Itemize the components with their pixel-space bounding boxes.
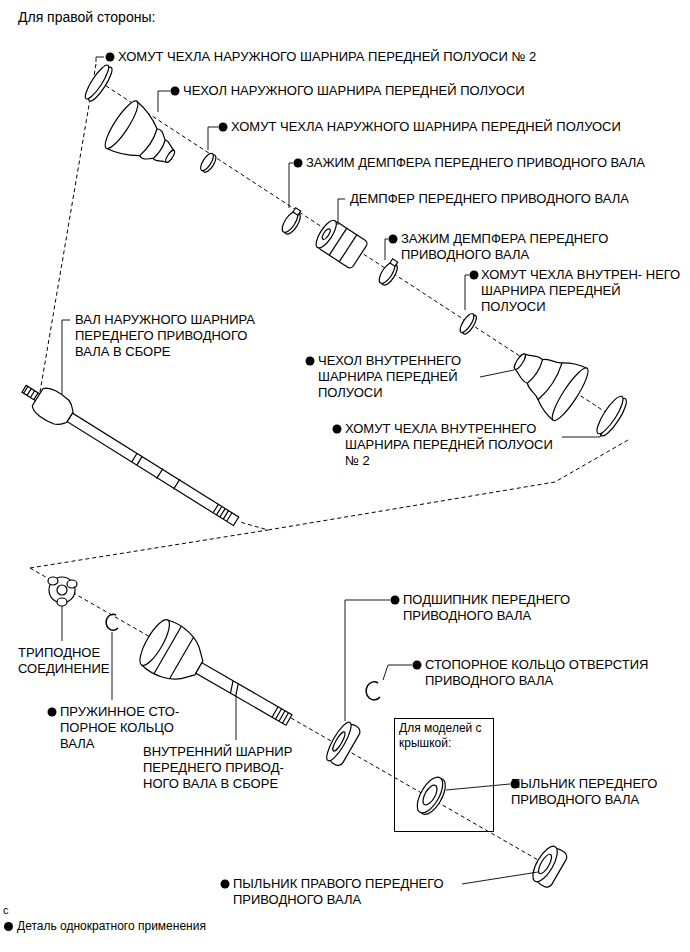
- leader-line: [112, 632, 113, 700]
- part-name: СТОПОРНОЕ КОЛЬЦО ОТВЕРСТИЯ ПРИВОДНОГО ВА…: [425, 657, 675, 689]
- single-use-dot: [413, 661, 422, 670]
- single-use-dot: [219, 123, 228, 132]
- leader-line: [158, 91, 170, 112]
- part-name: ЧЕХОЛ ВНУТРЕННЕГО ШАРНИРА ПЕРЕДНЕЙ ПОЛУО…: [318, 353, 483, 401]
- part-name: ПОДШИПНИК ПЕРЕДНЕГО ПРИВОДНОГО ВАЛА: [403, 592, 603, 624]
- inner-boot: [500, 334, 592, 424]
- single-use-marks: [48, 53, 520, 889]
- boot-clamp: [198, 151, 218, 174]
- part-name: ЗАЖИМ ДЕМПФЕРА ПЕРЕДНЕГО ПРИВОДНОГО ВАЛА: [401, 231, 651, 263]
- dust-seal: [528, 843, 569, 890]
- leader-line: [289, 163, 293, 208]
- bearing: [323, 719, 362, 767]
- damper: [312, 217, 368, 269]
- single-use-dot: [306, 357, 315, 366]
- tripod-joint: [48, 577, 77, 606]
- legend-swatch: [4, 922, 13, 931]
- boot-clamp: [593, 393, 630, 439]
- variant-box: Для моделей с крышкой:: [394, 718, 494, 832]
- boot-clamp: [458, 312, 479, 336]
- part-name: ВНУТРЕННИЙ ШАРНИР ПЕРЕДНЕГО ПРИВОД- НОГО…: [143, 744, 321, 792]
- part-name: ХОМУТ ЧЕХЛА НАРУЖНОГО ШАРНИРА ПЕРЕДНЕЙ П…: [118, 49, 536, 65]
- single-use-dot: [391, 596, 400, 605]
- variant-note: Для моделей с крышкой:: [395, 719, 489, 753]
- part-name: ЗАЖИМ ДЕМПФЕРА ПЕРЕДНЕГО ПРИВОДНОГО ВАЛА: [306, 155, 645, 171]
- dashed-axis: [240, 440, 628, 530]
- single-use-dot: [106, 53, 115, 62]
- leader-line: [62, 320, 70, 394]
- single-use-dot: [48, 708, 57, 717]
- outer-joint-shaft: [16, 376, 244, 534]
- snap-ring: [106, 614, 118, 630]
- leader-line: [446, 784, 510, 790]
- part-name: ПЫЛЬНИК ПЕРЕДНЕГО ПРИВОДНОГО ВАЛА: [511, 776, 686, 808]
- leader-line: [62, 606, 63, 641]
- single-use-dot: [389, 235, 398, 244]
- part-name: ДЕМПФЕР ПЕРЕДНЕГО ПРИВОДНОГО ВАЛА: [350, 191, 629, 207]
- leader-line: [96, 57, 104, 62]
- part-name: ХОМУТ ЧЕХЛА ВНУТРЕН- НЕГО ШАРНИРА ПЕРЕДН…: [481, 267, 686, 315]
- leader-lines: [62, 57, 603, 884]
- single-use-dot: [333, 425, 342, 434]
- leader-line: [385, 239, 388, 260]
- legend-entry: Деталь однократного применения: [4, 919, 206, 933]
- boot-clamp: [82, 63, 116, 104]
- damper-clip: [376, 258, 402, 288]
- leader-line: [345, 600, 390, 721]
- page-title: Для правой стороны:: [18, 8, 155, 26]
- single-use-dot: [221, 880, 230, 889]
- part-name: ХОМУТ ЧЕХЛА ВНУТРЕННЕГО ШАРНИРА ПЕРЕДНЕЙ…: [345, 421, 557, 469]
- part-name: ТРИПОДНОЕ СОЕДИНЕНИЕ: [18, 645, 133, 677]
- leader-line: [383, 665, 412, 680]
- outer-boot: [100, 97, 187, 181]
- part-name: ВАЛ НАРУЖНОГО ШАРНИРА ПЕРЕДНЕГО ПРИВОДНО…: [75, 312, 275, 360]
- leader-line: [208, 127, 218, 150]
- dashed-axis: [30, 530, 268, 568]
- leader-line: [338, 199, 345, 225]
- leader-line: [465, 275, 469, 310]
- damper-clip: [279, 207, 305, 237]
- leader-line: [562, 432, 603, 437]
- legend-text: Деталь однократного применения: [17, 919, 206, 933]
- single-use-dot: [470, 271, 479, 280]
- dust-seal: [412, 773, 450, 818]
- single-use-dot: [294, 159, 303, 168]
- snap-ring: [366, 682, 380, 700]
- assembly-axis: [30, 64, 628, 868]
- figure-code: c: [3, 902, 9, 918]
- part-name: ЧЕХОЛ НАРУЖНОГО ШАРНИРА ПЕРЕДНЕЙ ПОЛУОСИ: [183, 83, 525, 99]
- leader-line: [480, 370, 514, 377]
- part-name: ХОМУТ ЧЕХЛА НАРУЖНОГО ШАРНИРА ПЕРЕДНЕЙ П…: [231, 119, 621, 135]
- leader-line: [462, 872, 538, 884]
- leader-line: [236, 696, 237, 740]
- part-name: ПЫЛЬНИК ПРАВОГО ПЕРЕДНЕГО ПРИВОДНОГО ВАЛ…: [233, 876, 533, 908]
- single-use-dot: [171, 87, 180, 96]
